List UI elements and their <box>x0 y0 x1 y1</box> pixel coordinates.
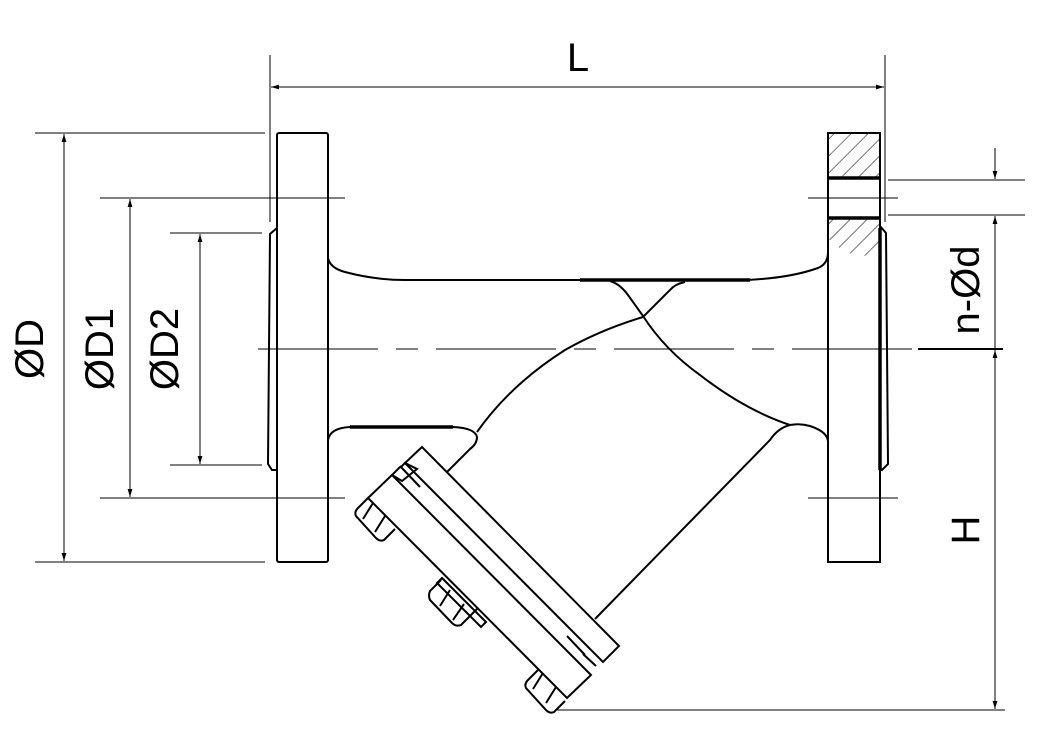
right-flange <box>827 132 890 563</box>
label-H: H <box>944 515 988 545</box>
strainer-cover <box>354 445 621 714</box>
bolt-nut <box>354 497 396 542</box>
bolt-nut <box>524 668 566 714</box>
dimension-D <box>35 132 265 563</box>
dimension-L <box>269 55 886 222</box>
label-D2: ØD2 <box>143 307 187 391</box>
drain-plug <box>428 579 479 627</box>
dimension-D1 <box>100 197 898 499</box>
left-flange <box>266 132 329 563</box>
label-bolt-holes: n-Ød <box>944 245 988 335</box>
dimension-H <box>557 350 1005 711</box>
label-D: ØD <box>8 319 52 379</box>
label-L: L <box>566 36 590 80</box>
dimension-D2 <box>170 232 262 466</box>
label-D1: ØD1 <box>78 307 122 391</box>
dimension-bolt-holes <box>888 148 1025 350</box>
valve-body <box>327 251 829 620</box>
